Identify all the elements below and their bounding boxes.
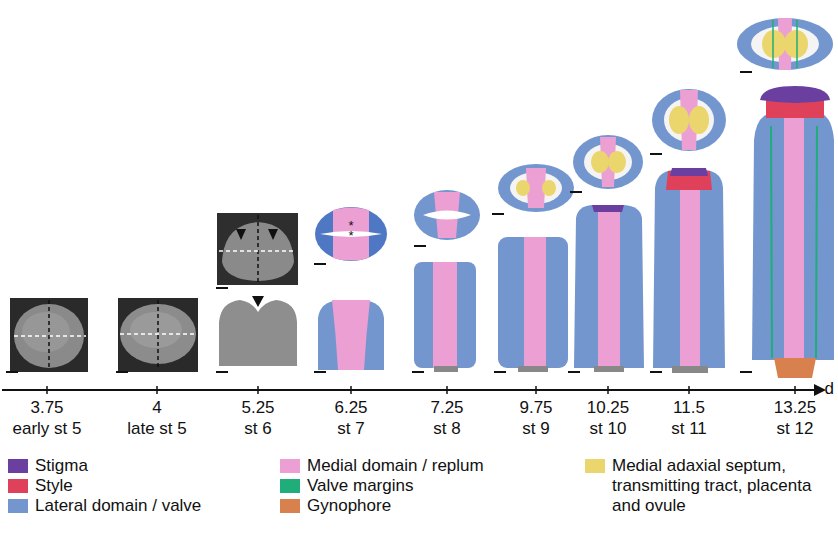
legend-swatch	[8, 499, 28, 513]
axis-label: 10.25	[587, 398, 630, 418]
axis-label: st 10	[590, 419, 627, 439]
axis-label: st 9	[522, 419, 549, 439]
axis-label: st 12	[777, 419, 814, 439]
sem-image	[118, 298, 198, 372]
time-axis	[2, 389, 818, 391]
axis-label: early st 5	[13, 419, 82, 439]
legend-swatch	[8, 459, 28, 473]
organ-illustration	[573, 135, 644, 372]
legend-swatch	[585, 459, 605, 473]
axis-label: st 11	[671, 419, 707, 439]
axis-label: 9.75	[519, 398, 552, 418]
organ-illustration	[737, 18, 834, 378]
organ-illustration	[498, 164, 574, 372]
asterisk-mark: *	[348, 230, 353, 242]
organ-illustration	[315, 207, 387, 370]
organ-illustration	[652, 89, 726, 373]
legend-text: Medial domain / replum	[307, 456, 484, 476]
axis-label: 3.75	[30, 398, 63, 418]
legend-text: Medial adaxial septum, transmitting trac…	[612, 456, 817, 516]
axis-label: st 6	[244, 419, 271, 439]
axis-label: st 7	[337, 419, 364, 439]
legend-text: Gynophore	[307, 496, 391, 516]
scale-bar	[6, 72, 752, 372]
sem-image	[10, 298, 88, 372]
axis-label: 5.25	[241, 398, 274, 418]
legend-text: Style	[35, 476, 73, 496]
legend-text: Valve margins	[307, 476, 413, 496]
axis-arrowhead	[814, 384, 826, 396]
axis-label: st 8	[433, 419, 460, 439]
axis-label: late st 5	[127, 419, 187, 439]
organ-illustration	[414, 190, 480, 372]
sem-image	[217, 213, 298, 366]
legend-swatch	[280, 459, 300, 473]
legend-swatch	[280, 499, 300, 513]
axis-label: 6.25	[334, 398, 367, 418]
axis-label: 11.5	[673, 398, 705, 418]
axis-ticks	[47, 386, 795, 394]
axis-label: 7.25	[430, 398, 463, 418]
legend-swatch	[280, 479, 300, 493]
axis-label: 4	[152, 398, 161, 418]
axis-label: 13.25	[774, 398, 817, 418]
legend-text: Stigma	[35, 456, 88, 476]
legend-text: Lateral domain / valve	[35, 496, 201, 516]
axis-label: d	[825, 379, 834, 399]
legend-swatch	[8, 479, 28, 493]
